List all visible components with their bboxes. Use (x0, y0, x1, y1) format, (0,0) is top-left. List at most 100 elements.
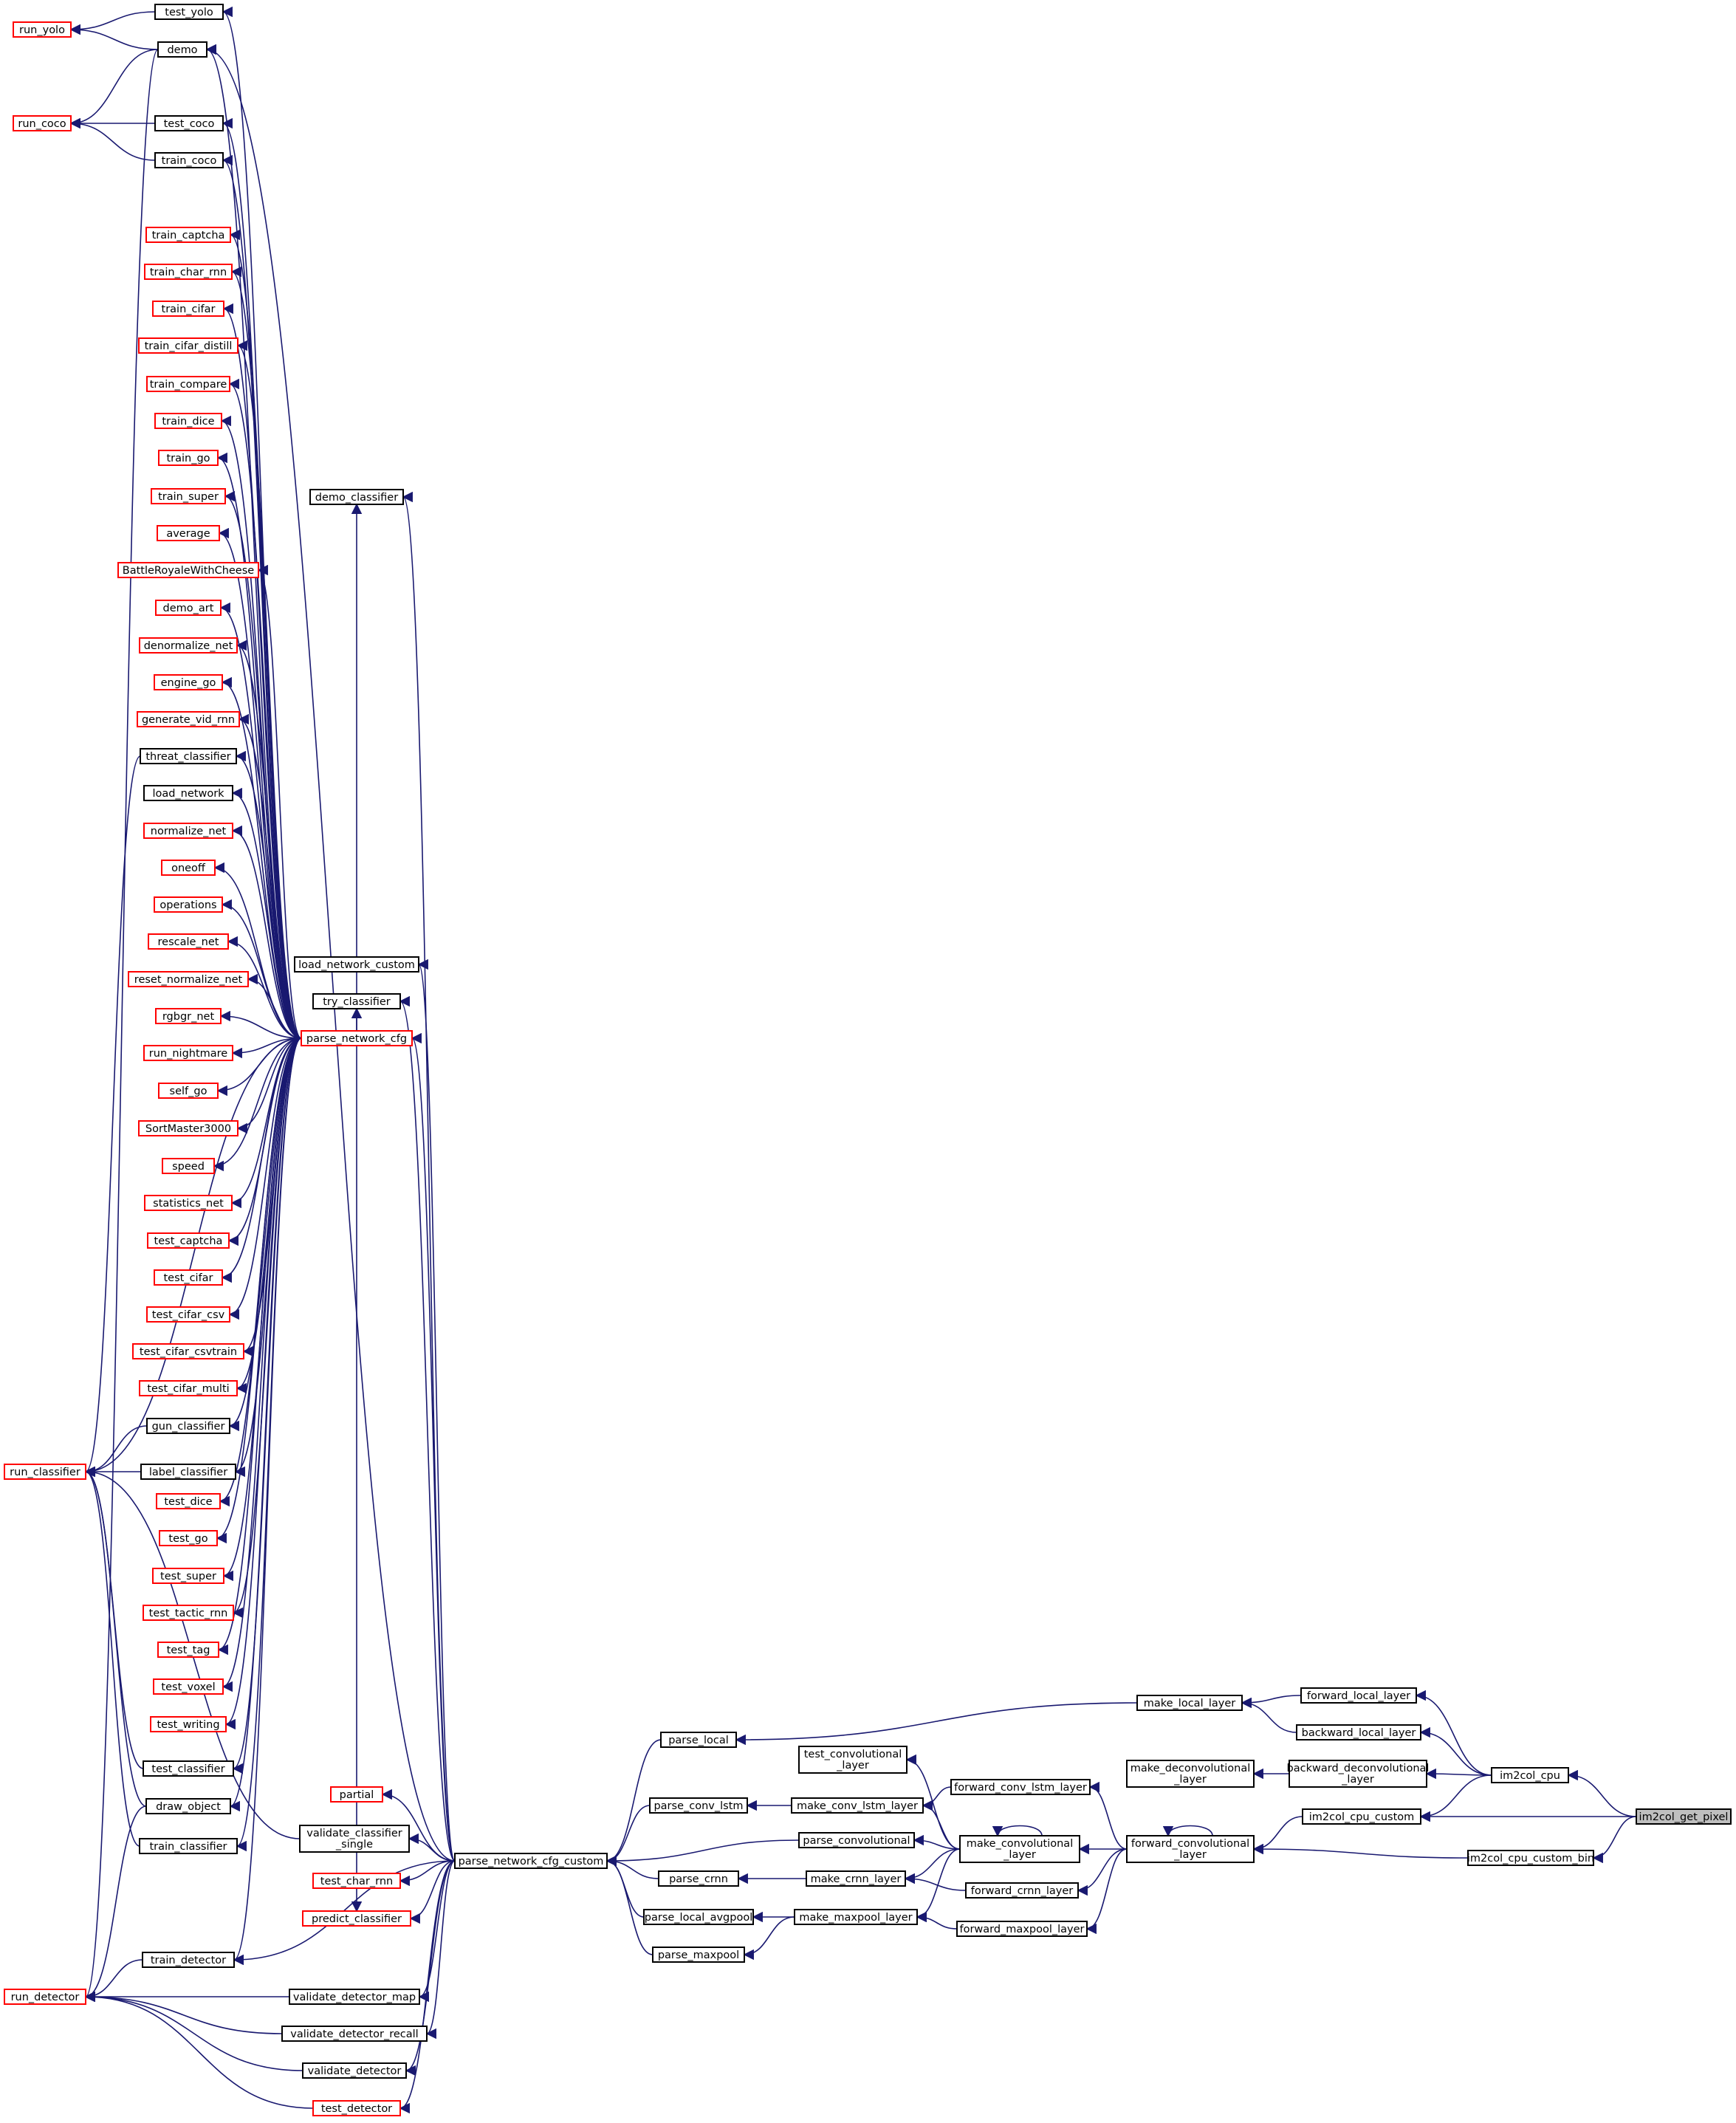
node-validate-detector[interactable]: validate_detector (302, 2062, 407, 2079)
node-run-yolo[interactable]: run_yolo (13, 21, 72, 38)
node-parse-local[interactable]: parse_local (660, 1732, 737, 1748)
node-draw-object[interactable]: draw_object (145, 1798, 231, 1814)
node-backward-local-layer[interactable]: backward_local_layer (1296, 1724, 1421, 1740)
node-train-detector[interactable]: train_detector (142, 1952, 235, 1968)
node-forward-crnn-layer[interactable]: forward_crnn_layer (965, 1882, 1079, 1899)
node-operations[interactable]: operations (154, 896, 223, 913)
node-train-classifier[interactable]: train_classifier (139, 1838, 238, 1854)
node-test-voxel[interactable]: test_voxel (153, 1678, 224, 1695)
node-train-char-rnn[interactable]: train_char_rnn (144, 264, 233, 280)
edge-n21-to-n40 (84, 755, 141, 1477)
node-label: test_detector (321, 2103, 392, 2115)
node-test-detector[interactable]: test_detector (312, 2100, 401, 2116)
node-parse-local-avgpool[interactable]: parse_local_avgpool (643, 1909, 754, 1925)
node-train-super[interactable]: train_super (151, 488, 226, 504)
node-make-conv-lstm-layer[interactable]: make_conv_lstm_layer (791, 1797, 924, 1814)
node-rescale-net[interactable]: rescale_net (148, 933, 229, 950)
node-train-coco[interactable]: train_coco (154, 152, 224, 168)
node-train-captcha[interactable]: train_captcha (145, 227, 231, 243)
node-statistics-net[interactable]: statistics_net (144, 1195, 233, 1211)
node-engine-go[interactable]: engine_go (154, 674, 223, 690)
node-denormalize-net[interactable]: denormalize_net (139, 637, 238, 654)
node-train-dice[interactable]: train_dice (154, 413, 222, 429)
node-parse-maxpool[interactable]: parse_maxpool (652, 1947, 745, 1963)
node-make-deconvolutional-layer[interactable]: make_deconvolutional_layer (1126, 1760, 1255, 1788)
node-test-cifar-multi[interactable]: test_cifar_multi (139, 1380, 238, 1396)
node-run-nightmare[interactable]: run_nightmare (143, 1045, 233, 1061)
node-train-cifar[interactable]: train_cifar (152, 301, 224, 317)
edge-n77-to-n72 (743, 1916, 795, 1961)
node-im2col-cpu-custom-bin[interactable]: im2col_cpu_custom_bin (1467, 1850, 1594, 1866)
node-train-compare[interactable]: train_compare (146, 376, 230, 392)
node-test-classifier[interactable]: test_classifier (143, 1760, 234, 1777)
node-label: test_classifier (151, 1763, 224, 1775)
node-predict-classifier[interactable]: predict_classifier (302, 1910, 411, 1927)
edge-n57-to-n48 (224, 1038, 302, 1729)
node-normalize-net[interactable]: normalize_net (143, 823, 233, 839)
edge-n75-to-n75 (992, 1825, 1043, 1837)
node-run-coco[interactable]: run_coco (13, 115, 72, 131)
node-test-captcha[interactable]: test_captcha (147, 1232, 230, 1249)
node-label: load_network_custom (298, 959, 415, 971)
node-speed[interactable]: speed (162, 1158, 215, 1174)
node-test-cifar-csv[interactable]: test_cifar_csv (146, 1306, 230, 1323)
node-average[interactable]: average (157, 525, 220, 541)
node-validate-classifier-single[interactable]: validate_classifier_single (299, 1825, 410, 1853)
node-demo-classifier[interactable]: demo_classifier (309, 489, 404, 505)
node-run-classifier[interactable]: run_classifier (4, 1464, 86, 1480)
node-label-classifier[interactable]: label_classifier (140, 1464, 236, 1480)
node-parse-network-cfg-custom[interactable]: parse_network_cfg_custom (454, 1853, 608, 1869)
node-battleroyalewithcheese[interactable]: BattleRoyaleWithCheese (117, 562, 259, 578)
node-forward-convolutional-layer[interactable]: forward_convolutional_layer (1126, 1835, 1255, 1863)
node-im2col-get-pixel[interactable]: im2col_get_pixel (1636, 1808, 1732, 1825)
node-test-cifar[interactable]: test_cifar (154, 1269, 223, 1286)
node-try-classifier[interactable]: try_classifier (312, 993, 401, 1009)
node-parse-convolutional[interactable]: parse_convolutional (798, 1832, 915, 1848)
node-make-crnn-layer[interactable]: make_crnn_layer (806, 1870, 906, 1887)
node-im2col-cpu-custom[interactable]: im2col_cpu_custom (1302, 1808, 1421, 1825)
node-parse-conv-lstm[interactable]: parse_conv_lstm (649, 1797, 748, 1814)
node-generate-vid-rnn[interactable]: generate_vid_rnn (137, 711, 240, 727)
node-validate-detector-recall[interactable]: validate_detector_recall (281, 2026, 428, 2042)
node-partial[interactable]: partial (330, 1786, 383, 1803)
node-parse-network-cfg[interactable]: parse_network_cfg (301, 1030, 413, 1046)
node-test-tag[interactable]: test_tag (157, 1642, 219, 1658)
node-load-network-custom[interactable]: load_network_custom (294, 956, 419, 973)
node-gun-classifier[interactable]: gun_classifier (146, 1418, 230, 1434)
node-sortmaster3000[interactable]: SortMaster3000 (138, 1120, 239, 1136)
node-reset-normalize-net[interactable]: reset_normalize_net (128, 971, 249, 987)
node-test-dice[interactable]: test_dice (156, 1493, 221, 1509)
node-test-convolutional-layer[interactable]: test_convolutional_layer (798, 1746, 908, 1774)
node-test-super[interactable]: test_super (152, 1568, 224, 1584)
node-im2col-cpu[interactable]: im2col_cpu (1491, 1767, 1569, 1783)
node-train-cifar-distill[interactable]: train_cifar_distill (138, 337, 239, 354)
node-test-char-rnn[interactable]: test_char_rnn (312, 1873, 401, 1889)
node-forward-conv-lstm-layer[interactable]: forward_conv_lstm_layer (950, 1779, 1091, 1795)
node-test-go[interactable]: test_go (159, 1530, 218, 1546)
node-forward-local-layer[interactable]: forward_local_layer (1300, 1687, 1417, 1704)
node-make-convolutional-layer[interactable]: make_convolutional_layer (959, 1835, 1080, 1863)
node-validate-detector-map[interactable]: validate_detector_map (289, 1989, 420, 2005)
node-test-cifar-csvtrain[interactable]: test_cifar_csvtrain (132, 1343, 244, 1359)
node-make-maxpool-layer[interactable]: make_maxpool_layer (794, 1909, 918, 1925)
node-train-go[interactable]: train_go (158, 450, 219, 466)
node-test-yolo[interactable]: test_yolo (154, 4, 224, 20)
node-test-coco[interactable]: test_coco (154, 115, 224, 131)
node-self-go[interactable]: self_go (158, 1083, 219, 1099)
node-make-local-layer[interactable]: make_local_layer (1136, 1695, 1243, 1711)
node-test-tactic-rnn[interactable]: test_tactic_rnn (143, 1605, 234, 1621)
node-load-network[interactable]: load_network (143, 785, 233, 801)
node-run-detector[interactable]: run_detector (4, 1989, 86, 2005)
node-label: parse_local_avgpool (645, 1912, 752, 1924)
node-demo[interactable]: demo (157, 41, 207, 58)
node-threat-classifier[interactable]: threat_classifier (140, 748, 237, 764)
node-backward-deconvolutional-layer[interactable]: backward_deconvolutional_layer (1287, 1760, 1430, 1788)
node-test-writing[interactable]: test_writing (150, 1716, 227, 1732)
node-rgbgr-net[interactable]: rgbgr_net (155, 1008, 222, 1024)
node-oneoff[interactable]: oneoff (161, 860, 216, 876)
node-forward-maxpool-layer[interactable]: forward_maxpool_layer (956, 1921, 1088, 1937)
node-box (330, 1786, 383, 1803)
node-box (142, 1952, 235, 1968)
node-demo-art[interactable]: demo_art (155, 600, 222, 616)
node-parse-crnn[interactable]: parse_crnn (658, 1870, 739, 1887)
